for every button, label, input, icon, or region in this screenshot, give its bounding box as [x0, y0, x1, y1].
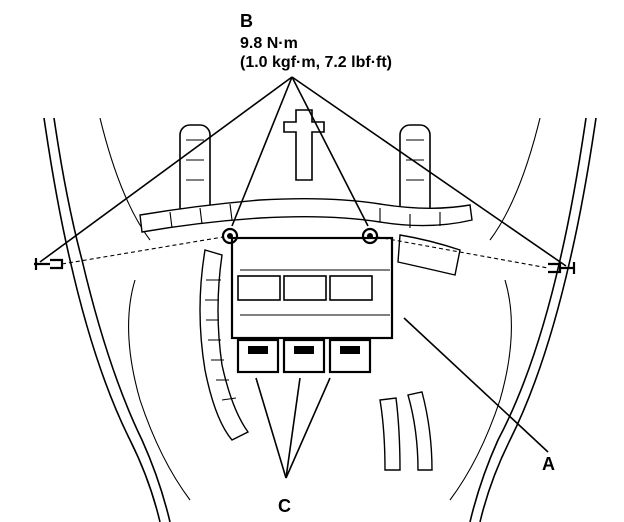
left-hose: [199, 249, 250, 441]
leader-lines-b: [39, 76, 567, 267]
bolt-removed-left: [34, 258, 64, 270]
torque-value-nm: 9.8 N·m: [240, 35, 298, 52]
right-hose: [379, 391, 433, 471]
ecm-unit: [230, 236, 394, 340]
leader-line-a: [403, 317, 549, 453]
wire-harness: [139, 197, 473, 276]
body-outline: [43, 117, 597, 522]
dash-line-left: [61, 236, 224, 265]
torque-value-alt: (1.0 kgf·m, 7.2 lbf·ft): [240, 54, 392, 71]
bolt-removed-right: [548, 262, 576, 274]
leader-lines-c: [255, 377, 331, 479]
callout-c-label: C: [278, 496, 291, 516]
connectors-c: [236, 338, 372, 374]
callout-a-label: A: [542, 454, 555, 474]
ecm-bolt-left: [221, 227, 239, 245]
dash-line-right: [376, 236, 549, 269]
center-shift-assembly: [283, 109, 325, 181]
callout-b-label: B: [240, 11, 253, 31]
ecm-bolt-right: [361, 227, 379, 245]
right-upper-bracket: [399, 124, 431, 221]
